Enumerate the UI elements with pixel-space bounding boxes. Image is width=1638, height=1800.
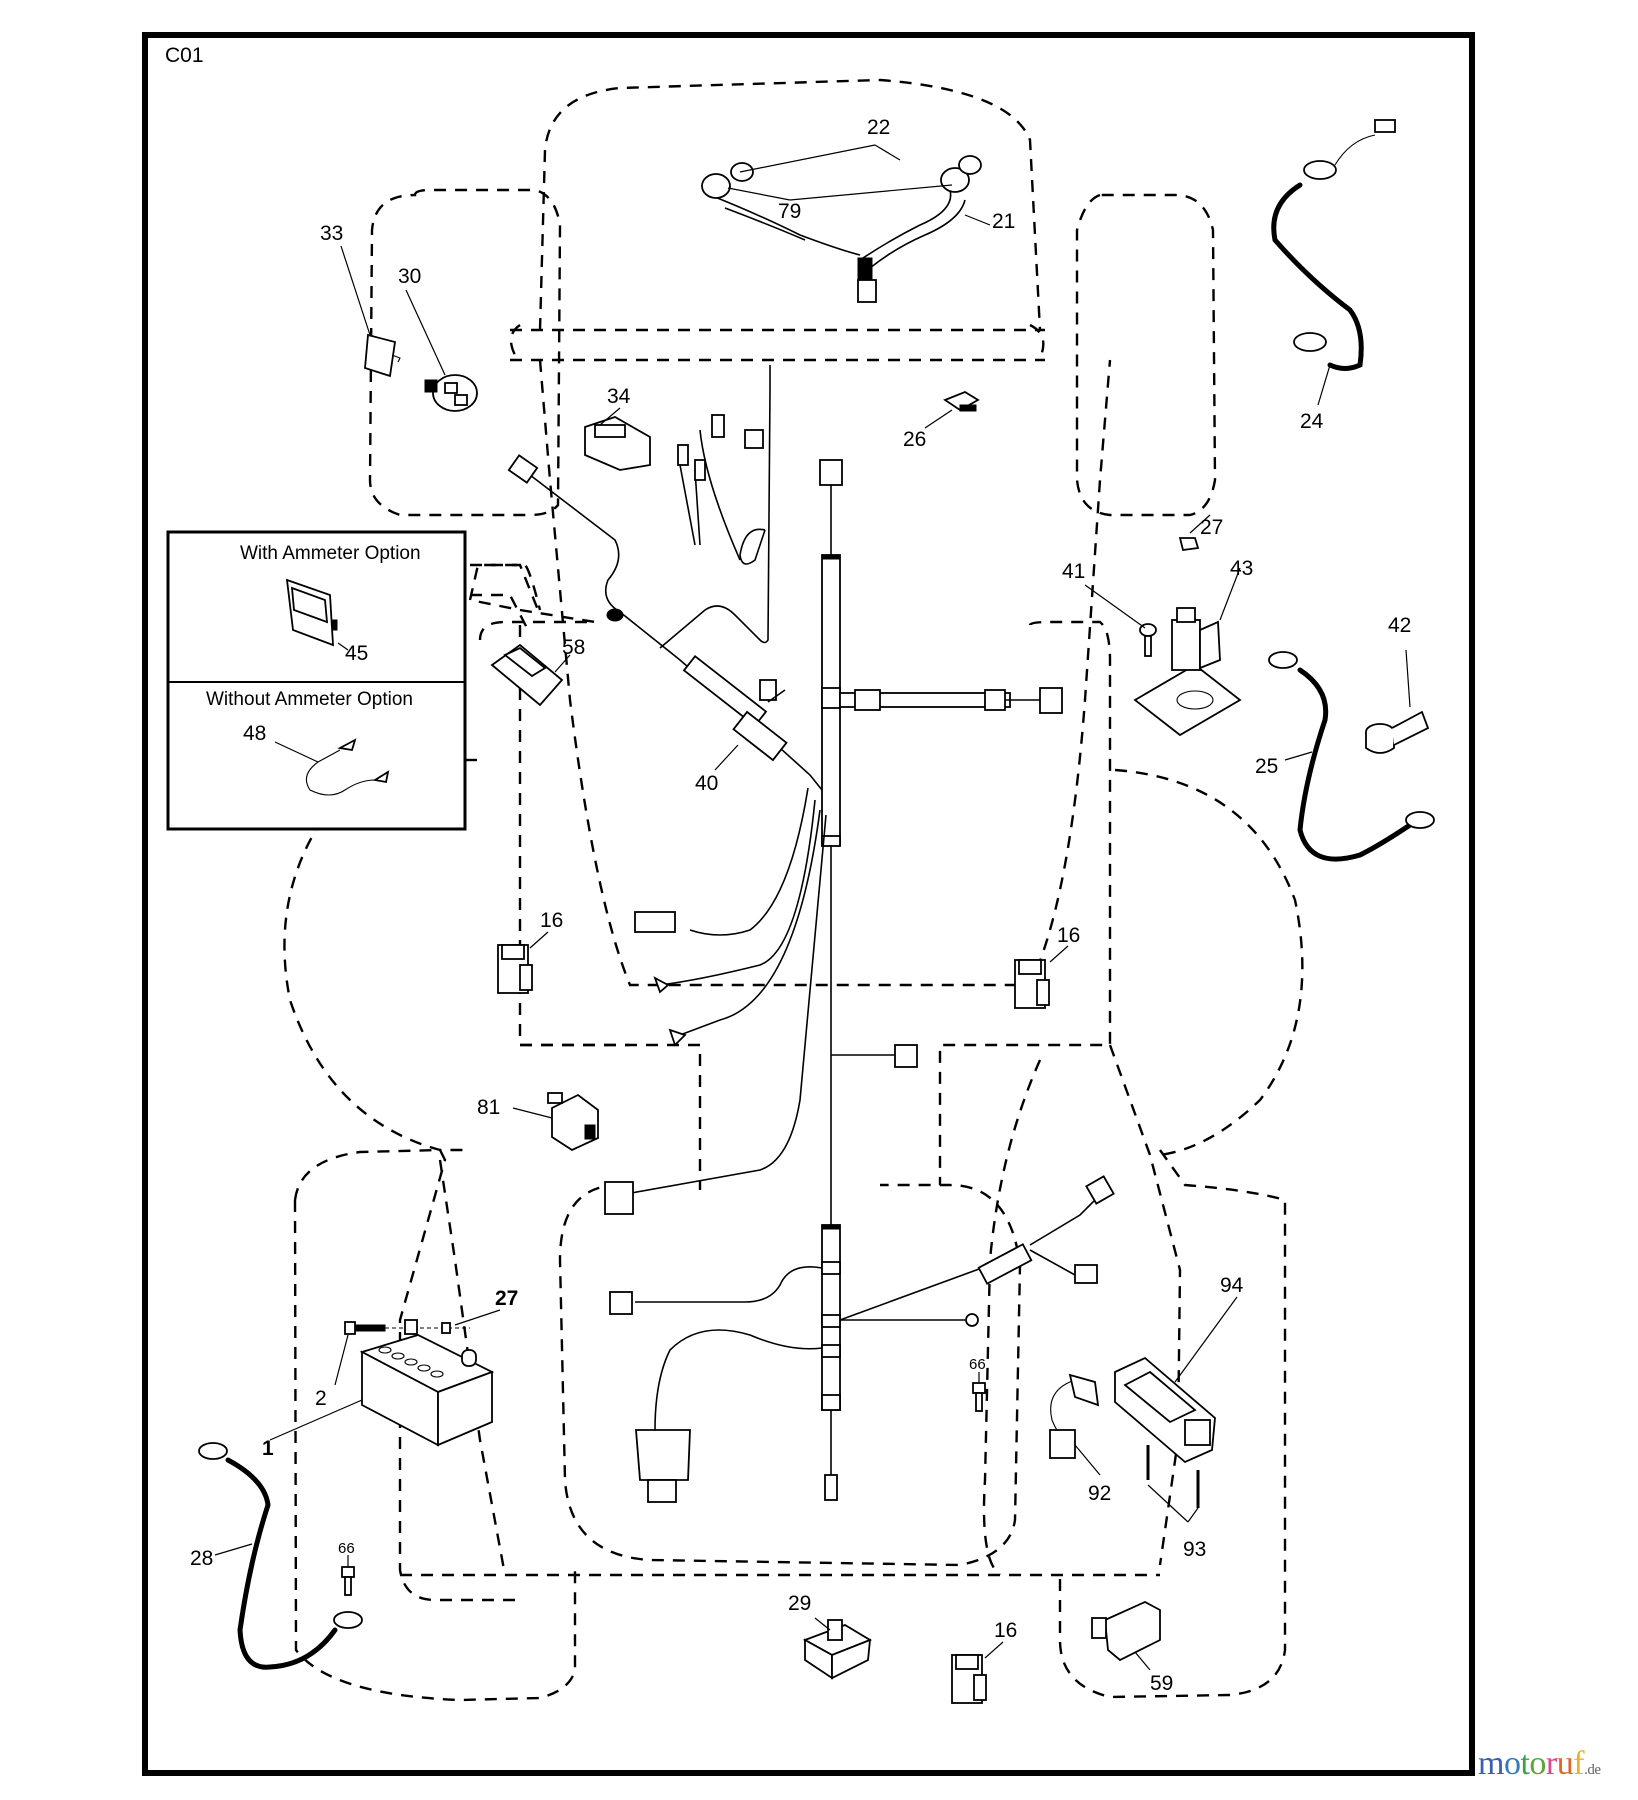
watermark-suffix: .de [1584,1762,1601,1778]
callout-45: 45 [345,642,368,665]
callout-28: 28 [190,1547,213,1570]
callout-48: 48 [243,722,266,745]
callout-16-bottom: 16 [994,1619,1017,1642]
watermark-letter: m [1478,1745,1504,1782]
battery [359,1334,495,1447]
callout-27-battery: 27 [495,1287,518,1310]
callout-33: 33 [320,222,343,245]
key-switch-94 [1114,1356,1216,1464]
interlock-switch-right [1014,959,1050,1009]
callout-30: 30 [398,265,421,288]
sheet-id: C01 [165,44,204,67]
relay [547,1092,599,1152]
interlock-switch-bottom [951,1654,987,1704]
callout-92: 92 [1088,1482,1111,1505]
with-ammeter-title: With Ammeter Option [240,543,421,564]
callout-16-right: 16 [1057,924,1080,947]
tractor-outline [283,78,1304,1702]
ignition-key [364,333,401,378]
callout-40: 40 [695,772,718,795]
seat-switch [802,1619,873,1680]
ammeter [285,578,338,647]
ground-cable-24 [1271,119,1396,371]
callout-66-left: 66 [338,1540,355,1557]
callout-93: 93 [1183,1538,1206,1561]
module-58 [490,643,564,707]
watermark-letter: r [1545,1745,1557,1782]
callout-43: 43 [1230,557,1253,580]
watermark-letter: f [1573,1745,1585,1782]
callout-22: 22 [867,116,890,139]
callout-34: 34 [607,385,631,408]
callout-16-left: 16 [540,909,563,932]
ammeter-inset: With Ammeter Option Without Ammeter Opti… [166,530,467,831]
battery-cable-28 [198,1442,363,1670]
callout-42: 42 [1388,614,1411,637]
watermark-letter: o [1503,1745,1521,1782]
starter-solenoid [1133,537,1242,737]
callout-1: 1 [262,1437,274,1460]
callout-2: 2 [315,1387,327,1410]
callout-58: 58 [562,636,585,659]
callout-81: 81 [477,1096,500,1119]
callout-59: 59 [1150,1672,1173,1695]
battery-cable-25 [1268,651,1435,862]
callout-27: 27 [1200,516,1223,539]
callout-66-center: 66 [969,1356,986,1373]
terminal-boot [1365,710,1430,754]
watermark-letter: t [1520,1745,1530,1782]
fuse [943,390,980,412]
pto-switch [584,416,651,471]
callout-29: 29 [788,1592,811,1615]
watermark-letter: u [1556,1745,1574,1782]
watermark-letters: motoruf [1478,1745,1585,1782]
without-ammeter-title: Without Ammeter Option [206,689,413,710]
callout-24: 24 [1300,410,1324,433]
main-harness [507,365,1115,1503]
connector-92 [1049,1373,1100,1459]
screws-93 [1146,1445,1200,1508]
battery-bolt [344,1319,470,1335]
jumper-wire [305,738,390,796]
callout-79: 79 [778,200,801,223]
callout-21: 21 [992,210,1015,233]
callout-94: 94 [1220,1274,1244,1297]
callout-25: 25 [1255,755,1278,778]
module-59 [1091,1600,1161,1662]
diagram-frame [142,32,1475,1776]
ignition-switch [424,374,478,412]
watermark-letter: o [1529,1745,1546,1782]
interlock-switch-left [497,944,533,994]
callout-26: 26 [903,428,926,451]
motoruf-watermark: motoruf.de [1478,1745,1601,1783]
callout-41: 41 [1062,560,1085,583]
